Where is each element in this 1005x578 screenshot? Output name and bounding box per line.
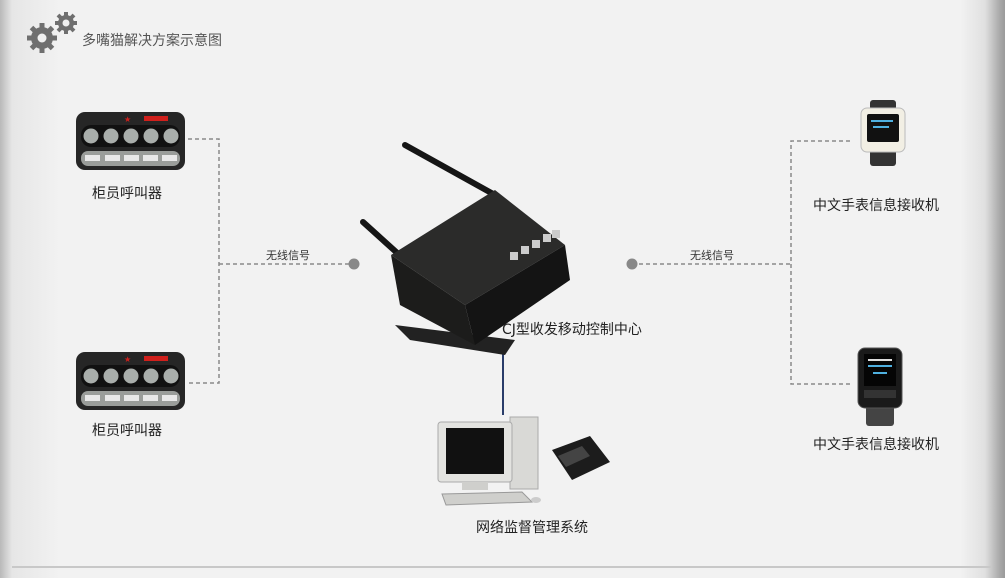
left-signal-dot xyxy=(348,258,360,270)
monitoring-system-computer xyxy=(437,416,610,506)
watch-bottom-label: 中文手表信息接收机 xyxy=(813,437,939,453)
teller-pager-top: ★ xyxy=(76,112,185,170)
left-bracket-line xyxy=(188,138,220,384)
pager-top-label: 柜员呼叫器 xyxy=(92,186,162,202)
page-title: 多嘴猫解决方案示意图 xyxy=(82,33,222,49)
teller-pager-bottom: ★ xyxy=(76,352,185,410)
watch-receiver-white xyxy=(860,100,906,166)
controller-label: CJ型收发移动控制中心 xyxy=(502,322,642,338)
divider xyxy=(12,566,991,568)
right-bracket-line xyxy=(790,140,850,385)
watch-top-label: 中文手表信息接收机 xyxy=(813,198,939,214)
svg-text:★: ★ xyxy=(124,355,131,364)
watch-receiver-black xyxy=(857,347,903,426)
gears-icon xyxy=(27,12,77,53)
left-signal-label: 无线信号 xyxy=(266,249,310,262)
controller-device xyxy=(360,142,570,355)
right-signal-dot xyxy=(626,258,638,270)
pager-bottom-label: 柜员呼叫器 xyxy=(92,423,162,439)
system-label: 网络监督管理系统 xyxy=(476,520,588,536)
svg-text:★: ★ xyxy=(124,115,131,124)
right-signal-label: 无线信号 xyxy=(690,249,734,262)
